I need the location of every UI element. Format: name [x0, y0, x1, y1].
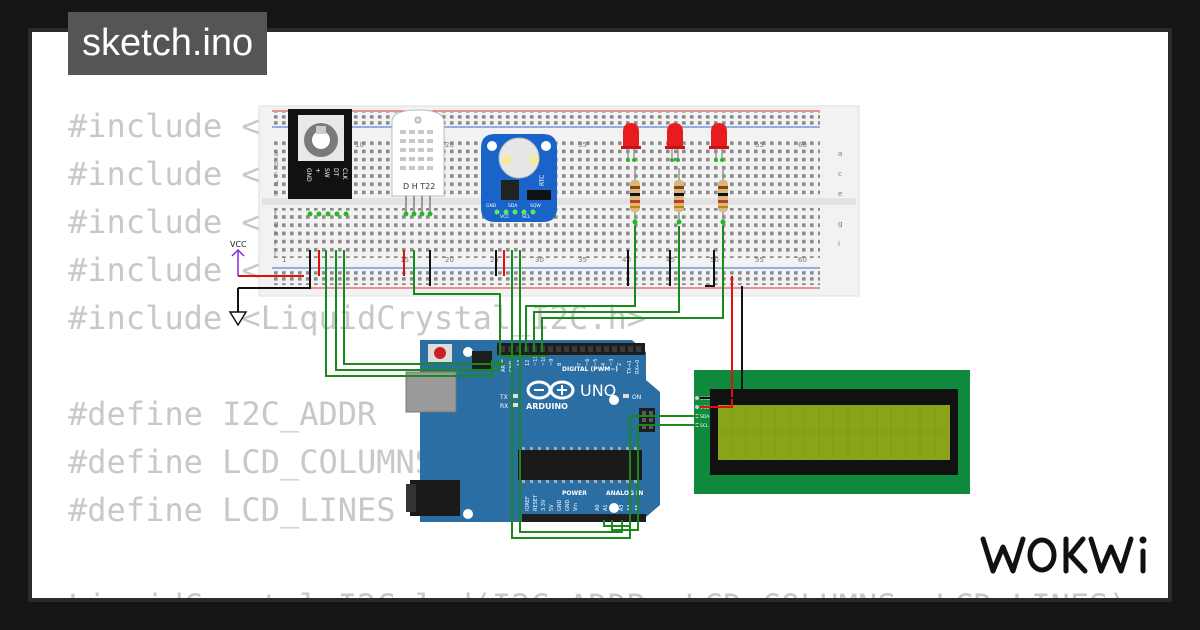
row-letter: b	[274, 160, 279, 168]
column-number: 35	[578, 141, 587, 149]
pin-label-aref: AREF	[501, 359, 507, 372]
column-number: 30	[535, 256, 544, 264]
row-letter: a	[838, 150, 842, 158]
column-number: 10	[355, 141, 364, 149]
on-led-label: ON	[632, 394, 641, 401]
row-letter: h	[274, 230, 278, 238]
row-letter: c	[274, 170, 278, 178]
column-number: 60	[798, 141, 807, 149]
pin-label-power: RESET	[533, 494, 539, 511]
pin-label-digital: ~10	[541, 355, 547, 366]
analog-label: ANALOG IN	[606, 490, 643, 497]
row-letter: i	[274, 240, 276, 248]
row-letter: c	[838, 170, 842, 178]
column-number: 20	[445, 141, 454, 149]
row-letter: g	[838, 220, 842, 228]
pin-label-power: GND	[557, 499, 563, 511]
rtc-pin-label: SDA	[508, 203, 518, 209]
power-label: POWER	[562, 490, 587, 497]
row-letter: g	[274, 220, 278, 228]
wokwi-logo	[980, 536, 1147, 574]
resistor-1[interactable]	[630, 168, 640, 225]
rtc-label: RTC	[539, 175, 546, 186]
column-number: 25	[490, 256, 499, 264]
pin-label-analog: A3	[619, 504, 625, 511]
lcd-pin-label: SCL	[700, 423, 709, 429]
pin-label-digital: 12	[525, 360, 531, 366]
column-number: 55	[755, 141, 764, 149]
pin-label-digital: 4	[601, 363, 607, 366]
pin-label-digital: ~3	[609, 359, 615, 366]
column-number: 60	[798, 256, 807, 264]
led-red-3[interactable]	[709, 123, 729, 162]
column-number: 1	[282, 256, 286, 264]
lcd-pin-label: SDA	[700, 414, 710, 420]
encoder-pin-label: CLK	[341, 168, 348, 181]
row-letter: e	[274, 190, 278, 198]
wires	[237, 226, 743, 539]
led-red-1[interactable]	[621, 123, 641, 162]
resistor-3[interactable]	[718, 168, 728, 225]
pin-label-analog: A2	[611, 504, 617, 511]
row-letter: a	[274, 150, 278, 158]
led-red-2[interactable]	[665, 123, 685, 162]
row-letter: j	[273, 250, 276, 258]
breadboard: 10 20 35 55 60 1 15 20 25 30 35 40 45 50…	[258, 105, 860, 297]
code-line: LiquidCrystal_I2C lcd(I2C_ADDR, LCD_COLU…	[68, 582, 1147, 598]
pin-label-digital: ~5	[593, 359, 599, 366]
encoder-pin-label: GND	[305, 168, 312, 182]
column-number: 20	[445, 256, 454, 264]
pin-label-power: 5V	[549, 504, 555, 511]
digital-label: DIGITAL (PWM~)	[562, 366, 618, 373]
arduino-logo	[526, 380, 575, 400]
gnd-symbol	[228, 311, 248, 327]
pin-label-power: 3.3V	[541, 499, 547, 511]
row-letter: i	[838, 240, 840, 248]
vcc-symbol: VCC	[230, 240, 247, 276]
arduino-brand: ARDUINO	[526, 402, 568, 411]
pin-label-power: Vin	[573, 503, 579, 511]
rtc-pin-label: SCL	[522, 214, 531, 220]
pin-label-rx: RX←0	[635, 360, 641, 374]
pin-label-digital: ~11	[533, 355, 539, 366]
column-number: 35	[578, 256, 587, 264]
arduino-model: UNO	[580, 381, 616, 400]
arduino-uno[interactable]: AREF GND 13 12 ~11 ~10 ~9 8 7 ~6 ~5 4 ~3…	[405, 340, 660, 522]
pin-label-digital: 7	[577, 363, 583, 366]
pin-label-analog: A1	[603, 504, 609, 511]
pin-label-digital: ~9	[549, 359, 555, 366]
resistor-2[interactable]	[674, 168, 684, 225]
pin-label-power: IOREF	[525, 496, 531, 511]
pin-label-digital: 2	[617, 363, 623, 366]
encoder-pin-label: SW	[323, 168, 330, 178]
rotary-encoder[interactable]: GND + SW DT CLK	[288, 109, 352, 217]
pin-label-digital: ~6	[585, 359, 591, 366]
row-letter: e	[838, 190, 842, 198]
dht22-label: D H T22	[403, 182, 435, 191]
pin-label-tx: TX→1	[627, 360, 633, 375]
row-letter: f	[274, 210, 277, 218]
lcd-1602[interactable]: GND VCC SDA SCL	[694, 370, 970, 494]
pin-label-power: GND	[565, 499, 571, 511]
column-number: 55	[755, 256, 764, 264]
rtc-module[interactable]: RTC GND VCC SDA SCL SQW	[481, 134, 557, 222]
rtc-pin-label: VCC	[500, 214, 509, 220]
pin-label-digital: 8	[557, 363, 563, 366]
file-tab[interactable]: sketch.ino	[68, 12, 268, 75]
rx-led-label: RX	[500, 403, 508, 410]
row-letter: d	[274, 180, 278, 188]
dht22-sensor[interactable]: D H T22	[391, 109, 445, 217]
rtc-pin-label: SQW	[530, 203, 541, 209]
svg-text:VCC: VCC	[230, 240, 247, 249]
tx-led-label: TX	[499, 394, 508, 401]
column-number: 40	[622, 256, 631, 264]
code-line: #define LCD_LINES 2	[68, 491, 473, 529]
pin-label-analog: A0	[595, 504, 601, 511]
encoder-pin-label: +	[314, 168, 321, 173]
rtc-pin-label: GND	[486, 203, 497, 209]
encoder-pin-label: DT	[332, 168, 339, 177]
